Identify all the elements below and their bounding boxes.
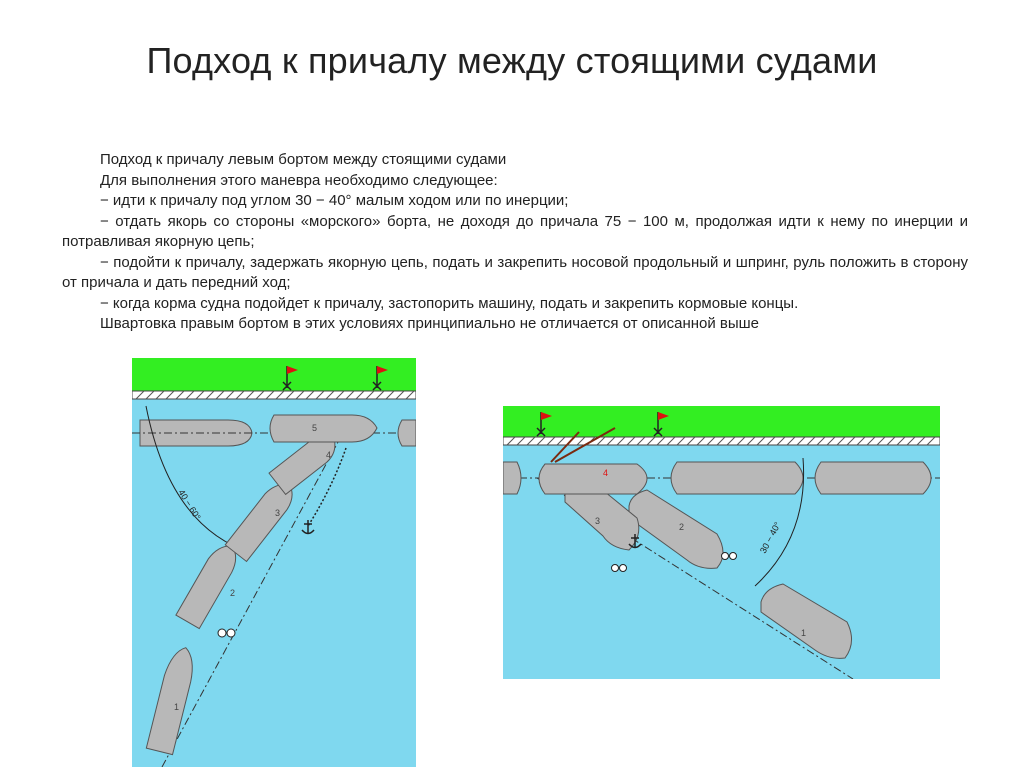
text-line: Швартовка правым бортом в этих условиях …	[100, 315, 760, 332]
anchor-chain	[307, 447, 347, 527]
moored-ship	[397, 419, 417, 447]
ship-number: 5	[312, 423, 317, 433]
ship-position-1: 1	[760, 583, 852, 659]
body-text: Подход к причалу левым бортом между стоя…	[62, 150, 968, 335]
flag-icon	[372, 366, 388, 391]
ship-number: 2	[679, 522, 684, 532]
anchor-icon	[628, 534, 642, 549]
ship-number: 2	[230, 588, 235, 598]
moored-ship	[814, 461, 932, 495]
ship-number: 3	[595, 516, 600, 526]
ship-position-1: 1	[145, 647, 193, 756]
propeller-icon	[217, 628, 236, 638]
text-line: − идти к причалу под углом 30 − 40° малы…	[100, 192, 569, 209]
text-line: Подход к причалу левым бортом между стоя…	[100, 151, 507, 168]
ship-number: 1	[174, 702, 179, 712]
text-line: − когда корма судна подойдет к причалу, …	[100, 294, 799, 312]
propeller-icon	[721, 552, 737, 560]
flag-icon	[536, 412, 552, 437]
left-maneuver-diagram: 40 − 60° 1 2 3 4 5	[131, 358, 417, 768]
ship-position-5: 5	[269, 414, 378, 443]
text-line: − подойти к причалу, задержать якорную ц…	[62, 253, 968, 292]
propeller-icon	[611, 564, 627, 572]
flag-icon	[282, 366, 298, 391]
text-line: − отдать якорь со стороны «морского» бор…	[62, 212, 968, 251]
ship-position-4: 4	[538, 463, 648, 495]
mooring-lines	[550, 427, 616, 463]
moored-ship	[502, 461, 522, 495]
anchor-icon	[301, 520, 315, 535]
pier-hatch	[135, 390, 415, 400]
shore	[503, 406, 940, 437]
ship-number: 4	[326, 450, 331, 460]
flag-icon	[653, 412, 669, 437]
angle-arc	[754, 457, 805, 587]
ship-number: 4	[603, 468, 608, 478]
slide-title: Подход к причалу между стоящими судами	[146, 40, 878, 81]
shore	[132, 358, 416, 391]
ship-number: 1	[801, 628, 806, 638]
right-maneuver-diagram: 1 2 3 4 30 − 40°	[502, 406, 941, 680]
text-line: Для выполнения этого маневра необходимо …	[100, 171, 498, 189]
ship-number: 3	[275, 508, 280, 518]
moored-ship	[670, 461, 804, 495]
pier-hatch	[506, 436, 936, 446]
